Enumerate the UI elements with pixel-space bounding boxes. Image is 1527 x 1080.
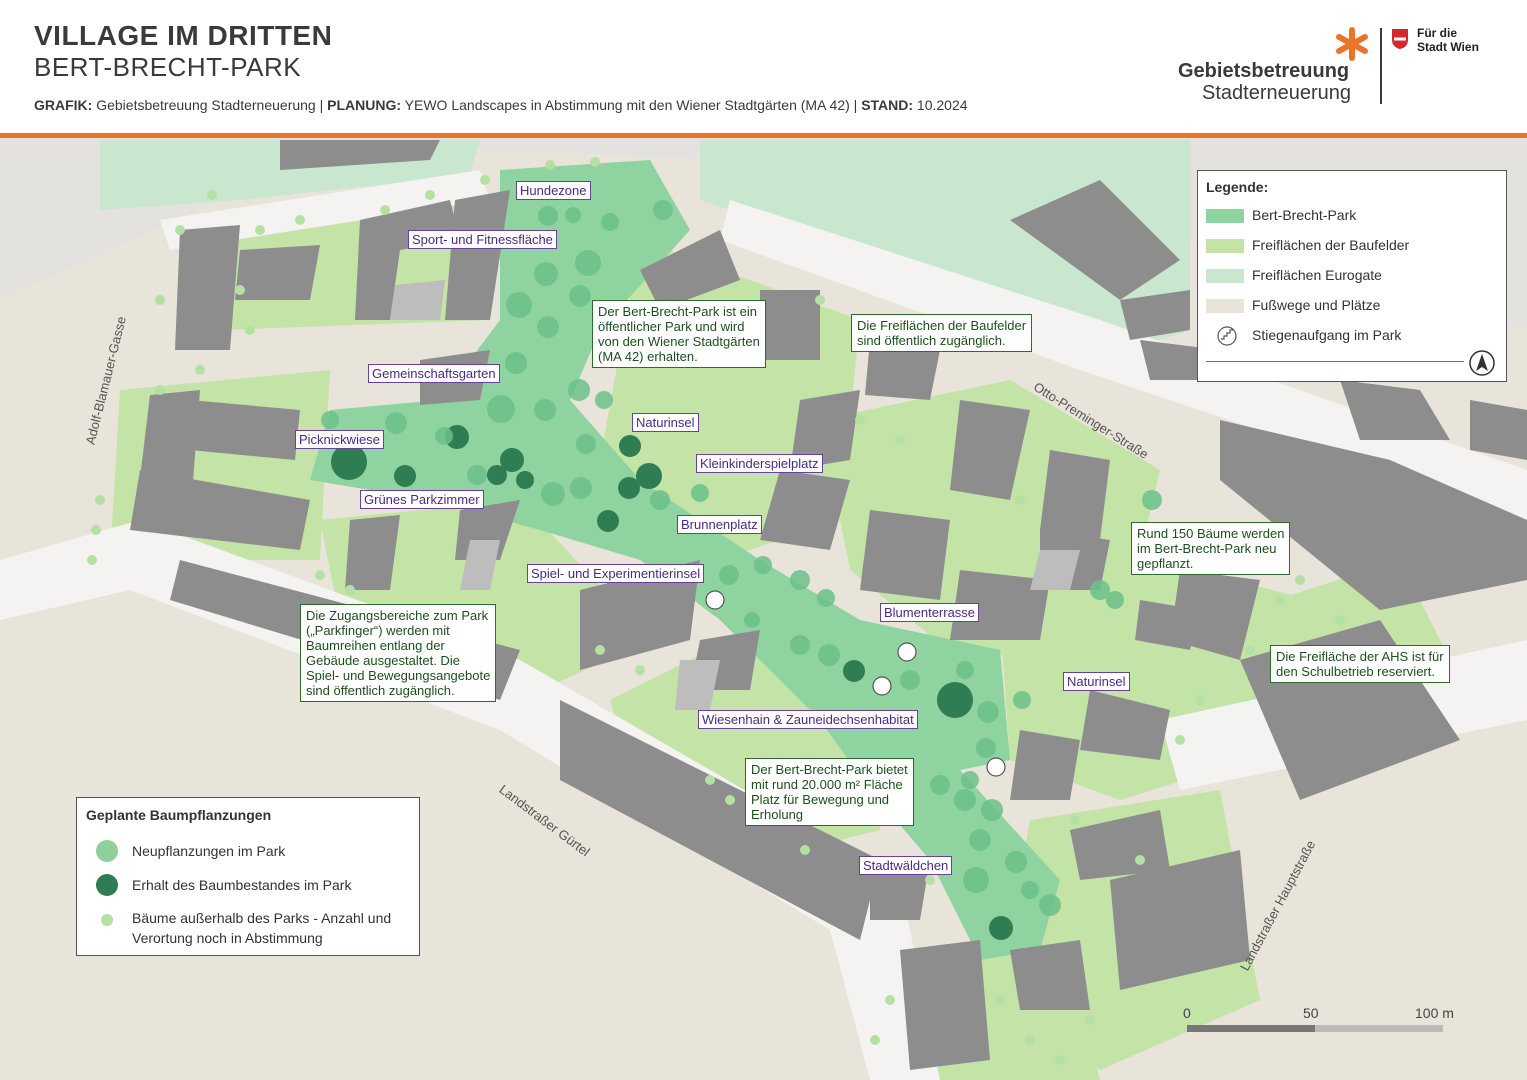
note-line: Spiel- und Bewegungsangebote — [306, 668, 491, 683]
legend-swatch — [1206, 299, 1244, 313]
vienna-logo-line2: Stadt Wien — [1417, 40, 1479, 54]
asterisk-logo-icon — [1336, 27, 1368, 61]
credits-line: GRAFIK: Gebietsbetreuung Stadterneuerung… — [34, 97, 968, 113]
note-line: öffentlicher Park und wird — [598, 319, 745, 334]
stairs-icon — [705, 590, 1006, 777]
note-line: Gebäude ausgestaltet. Die — [306, 653, 460, 668]
park-label-blumenterrasse: Blumenterrasse — [880, 603, 980, 622]
note-line: von den Wiener Stadtgärten — [598, 334, 760, 349]
legend-item: Freiflächen der Baufelder — [1206, 235, 1496, 257]
note-line: Die Zugangsbereiche zum Park — [306, 608, 489, 623]
park-label-hundezone: Hundezone — [516, 181, 591, 200]
tree-legend-label: Neupflanzungen im Park — [132, 843, 286, 859]
legend-item: Fußwege und Plätze — [1206, 295, 1496, 317]
legend-label: Stiegenaufgang im Park — [1252, 327, 1402, 343]
park-label-spielinsel: Spiel- und Experimentierinsel — [527, 564, 705, 583]
note-parkfinger: Die Zugangsbereiche zum Park („Parkfinge… — [300, 604, 497, 702]
note-line: Die Freiflächen der Baufelder — [857, 318, 1027, 333]
scale-label: 50 — [1303, 1005, 1319, 1021]
scale-label: 100 m — [1415, 1005, 1454, 1021]
legend-label: Freiflächen Eurogate — [1252, 267, 1382, 283]
legend-item: Freiflächen Eurogate — [1206, 265, 1496, 287]
tree-legend-item: Neupflanzungen im Park — [86, 838, 406, 864]
credit-text: Gebietsbetreuung Stadterneuerung | — [92, 97, 328, 113]
note-line: sind öffentlich zugänglich. — [306, 683, 455, 698]
note-line: Der Bert-Brecht-Park ist ein — [598, 304, 757, 319]
credit-label: GRAFIK: — [34, 97, 93, 113]
park-label-kleinkinderspielplatz: Kleinkinderspielplatz — [696, 454, 823, 473]
north-arrow-icon — [1469, 350, 1495, 376]
park-label-wiesenhain: Wiesenhain & Zauneidechsenhabitat — [698, 710, 918, 729]
note-line: (MA 42) erhalten. — [598, 349, 698, 364]
note-ahs: Die Freifläche der AHS ist für den Schul… — [1270, 645, 1450, 683]
credit-text: 10.2024 — [913, 97, 968, 113]
park-label-sport: Sport- und Fitnessfläche — [408, 230, 557, 249]
scale-label: 0 — [1183, 1005, 1191, 1021]
header: VILLAGE IM DRITTEN BERT-BRECHT-PARK GRAF… — [0, 0, 1527, 134]
legend-swatch — [1206, 269, 1244, 283]
note-trees: Rund 150 Bäume werden im Bert-Brecht-Par… — [1131, 522, 1291, 575]
stairs-icon — [1217, 326, 1237, 346]
legend-label: Bert-Brecht-Park — [1252, 207, 1357, 223]
credit-label: PLANUNG: — [327, 97, 402, 113]
tree-legend-line: Bäume außerhalb des Parks - Anzahl und — [132, 910, 392, 926]
note-line: mit rund 20.000 m² Fläche — [751, 777, 903, 792]
logo-separator — [1380, 28, 1382, 104]
note-park-ma42: Der Bert-Brecht-Park ist ein öffentliche… — [592, 300, 766, 368]
scale-bar: 0 50 100 m — [1183, 1005, 1463, 1040]
vienna-shield-icon — [1392, 29, 1408, 49]
page-title: VILLAGE IM DRITTEN — [34, 20, 333, 51]
tree-legend-item: Erhalt des Baumbestandes im Park — [86, 872, 406, 898]
note-line: gepflanzt. — [1137, 556, 1194, 571]
page-subtitle: BERT-BRECHT-PARK — [34, 52, 302, 82]
park-label-naturinsel: Naturinsel — [632, 413, 699, 432]
note-line: den Schulbetrieb reserviert. — [1276, 664, 1435, 679]
park-label-gemeinschaftsgarten: Gemeinschaftsgarten — [368, 364, 500, 383]
scale-segment — [1187, 1025, 1315, 1032]
park-label-stadtwaeldchen: Stadtwäldchen — [859, 856, 953, 875]
park-label-picknickwiese: Picknickwiese — [295, 430, 384, 449]
tree-legend: Geplante Baumpflanzungen Neupflanzungen … — [76, 797, 420, 956]
note-line: („Parkfinger“) werden mit — [306, 623, 450, 638]
credit-label: STAND: — [861, 97, 914, 113]
note-line: sind öffentlich zugänglich. — [857, 333, 1006, 348]
tree-legend-item: Bäume außerhalb des Parks - Anzahl und V… — [86, 906, 406, 950]
scale-segment — [1315, 1025, 1443, 1032]
tree-legend-label: Erhalt des Baumbestandes im Park — [132, 877, 352, 893]
tree-dot-existing — [96, 874, 118, 896]
legend-title: Legende: — [1206, 179, 1269, 195]
park-label-parkzimmer: Grünes Parkzimmer — [360, 490, 484, 509]
note-line: im Bert-Brecht-Park neu — [1137, 541, 1277, 556]
legend-rule — [1206, 361, 1464, 362]
legend-item: Stiegenaufgang im Park — [1206, 325, 1496, 347]
header-divider — [0, 133, 1527, 138]
tree-legend-line: Verortung noch in Abstimmung — [132, 930, 323, 946]
legend-swatch — [1206, 209, 1244, 223]
tree-dot-outside — [101, 914, 113, 926]
note-line: Die Freifläche der AHS ist für — [1276, 649, 1444, 664]
logo-text-line2: Stadterneuerung — [1202, 82, 1352, 104]
note-line: Platz für Bewegung und — [751, 792, 890, 807]
tree-dot-new — [96, 840, 118, 862]
vienna-logo-text: Für die Stadt Wien — [1417, 26, 1479, 54]
note-baufelder: Die Freiflächen der Baufelder sind öffen… — [851, 314, 1033, 352]
park-label-brunnenplatz: Brunnenplatz — [677, 515, 762, 534]
note-line: Baumreihen entlang der — [306, 638, 445, 653]
note-line: Erholung — [751, 807, 804, 822]
note-area: Der Bert-Brecht-Park bietet mit rund 20.… — [745, 758, 914, 826]
note-line: Rund 150 Bäume werden — [1137, 526, 1285, 541]
legend-label: Fußwege und Plätze — [1252, 297, 1381, 313]
note-line: Der Bert-Brecht-Park bietet — [751, 762, 908, 777]
credit-text: YEWO Landscapes in Abstimmung mit den Wi… — [401, 97, 862, 113]
tree-legend-title: Geplante Baumpflanzungen — [86, 807, 272, 823]
legend-swatch — [1206, 239, 1244, 253]
tree-legend-label: Bäume außerhalb des Parks - Anzahl und V… — [132, 908, 391, 948]
vienna-logo-line1: Für die — [1417, 26, 1458, 40]
legend-item: Bert-Brecht-Park — [1206, 205, 1496, 227]
park-label-naturinsel-2: Naturinsel — [1063, 672, 1130, 691]
logo-text-line1: Gebietsbetreuung — [1178, 60, 1350, 82]
legend: Legende: Bert-Brecht-Park Freiflächen de… — [1197, 170, 1507, 382]
legend-label: Freiflächen der Baufelder — [1252, 237, 1410, 253]
